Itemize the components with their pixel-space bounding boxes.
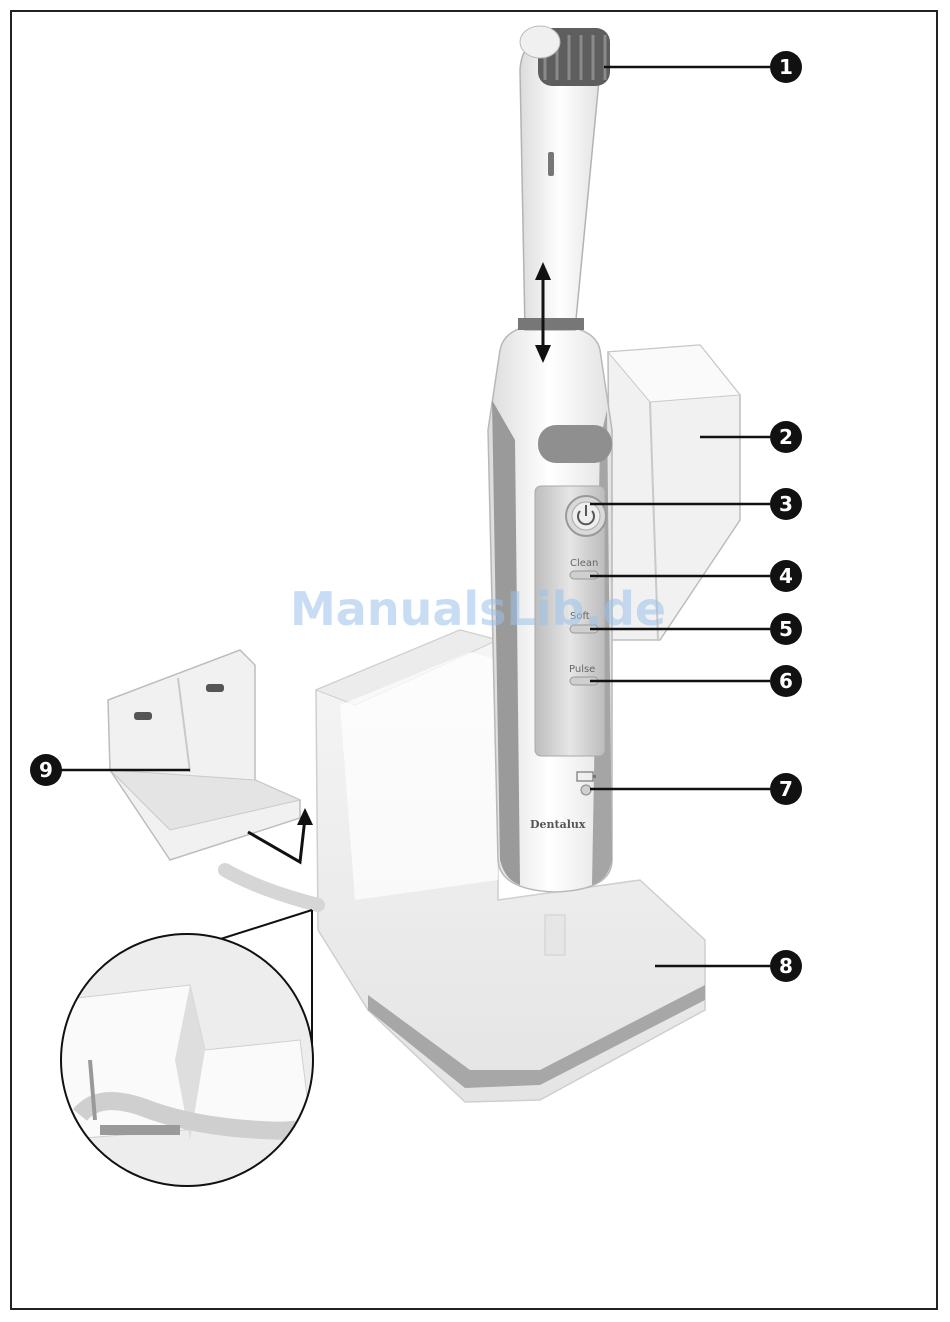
callout-7: 7 [770, 773, 802, 805]
svg-text:1: 1 [779, 55, 793, 79]
clean-label: Clean [570, 558, 598, 569]
callout-4: 4 [770, 560, 802, 592]
brand-label: Dentalux [530, 818, 586, 831]
svg-text:9: 9 [39, 758, 53, 782]
callout-8: 8 [770, 950, 802, 982]
callout-3: 3 [770, 488, 802, 520]
pulse-label: Pulse [569, 664, 595, 675]
svg-text:4: 4 [779, 564, 793, 588]
svg-text:5: 5 [779, 617, 793, 641]
svg-text:8: 8 [779, 954, 793, 978]
screw-hole [134, 712, 152, 720]
svg-text:2: 2 [779, 425, 793, 449]
svg-text:3: 3 [779, 492, 793, 516]
svg-text:6: 6 [779, 669, 793, 693]
callout-2: 2 [770, 421, 802, 453]
cable-detail-zoom [60, 934, 330, 1195]
brush-head [518, 26, 610, 330]
screw-hole [206, 684, 224, 692]
svg-text:7: 7 [779, 777, 793, 801]
callout-6: 6 [770, 665, 802, 697]
power-cable [225, 870, 318, 905]
callout-9: 9 [30, 754, 62, 786]
power-button[interactable] [566, 496, 606, 536]
wall-bracket [108, 650, 300, 860]
callout-1: 1 [770, 51, 802, 83]
callout-5: 5 [770, 613, 802, 645]
